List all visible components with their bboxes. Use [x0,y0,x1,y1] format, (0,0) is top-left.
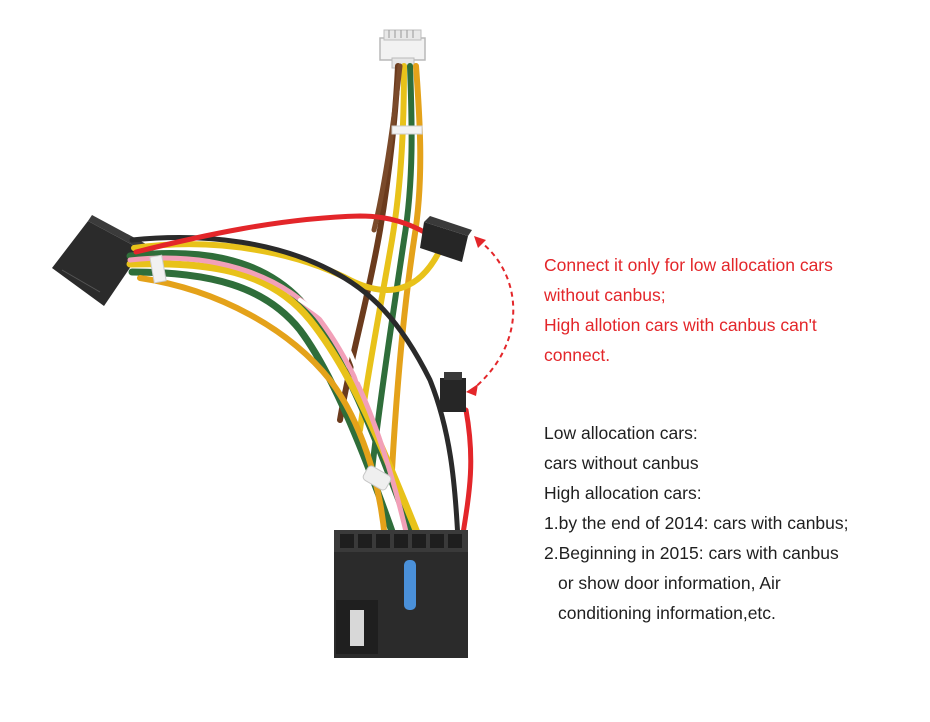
high-allocation-title: High allocation cars: [544,483,702,503]
red-note-line-3: High allotion cars with canbus can't [544,315,817,335]
dashed-arrow [466,236,515,396]
upper-small-black-connector [420,216,472,262]
high-allocation-item-1: 1.by the end of 2014: cars with canbus; [544,513,849,533]
red-annotation: Connect it only for low allocation cars … [544,250,924,370]
high-allocation-item-2: 2.Beginning in 2015: cars with canbus [544,543,839,563]
main-wire-bundle [126,235,461,544]
red-note-line-2: without canbus; [544,285,666,305]
red-note-line-1: Connect it only for low allocation cars [544,255,833,275]
red-wire-upper [133,213,431,255]
top-white-connector [379,29,426,69]
red-wire-lower [459,407,474,543]
bottom-black-connector [334,530,468,658]
lower-small-black-connector [440,372,466,412]
white-clip [362,465,392,491]
high-allocation-item-2-cont-1: or show door information, Air [558,573,781,593]
low-allocation-desc: cars without canbus [544,453,699,473]
red-note-line-4: connect. [544,345,611,365]
high-allocation-item-2-cont-2: conditioning information,etc. [558,603,776,623]
top-wire-bundle [337,63,424,473]
allocation-info: Low allocation cars: cars without canbus… [544,418,924,628]
low-allocation-title: Low allocation cars: [544,423,698,443]
